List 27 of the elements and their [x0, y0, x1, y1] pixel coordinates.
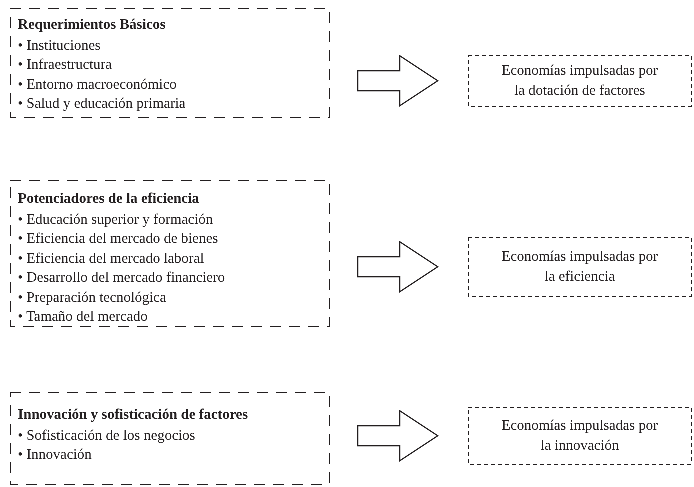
pillar-box — [10, 180, 330, 327]
bullet-item: • Preparación tecnológica — [17, 288, 168, 308]
bullet-item: • Desarrollo del mercado financiero — [17, 269, 226, 288]
bullet-item: • Tamaño del mercado — [17, 308, 149, 327]
bullet-item: • Instituciones — [17, 36, 102, 56]
bullet-item: • Sofisticación de los negocios — [17, 426, 196, 446]
bullet-item: • Salud y educación primaria — [17, 95, 187, 114]
stage-label: Economías impulsadas por la eficiencia — [500, 248, 660, 287]
bullet-item: • Educación superior y formación — [17, 210, 214, 230]
economy-stage-box — [468, 407, 692, 465]
pillar-heading: Innovación y sofisticación de factores — [17, 406, 250, 425]
bullet-item: • Innovación — [17, 446, 93, 465]
pillar-box — [10, 8, 330, 118]
block-arrow — [357, 410, 440, 462]
pillar-heading: Potenciadores de la eficiencia — [17, 190, 200, 209]
bullet-item: • Eficiencia del mercado de bienes — [17, 230, 220, 249]
economy-stage-box — [468, 237, 692, 297]
bullet-item: • Entorno macroeconómico — [17, 76, 178, 94]
pillar-box — [10, 392, 330, 485]
block-arrow — [357, 240, 440, 294]
stage-label: Economías impulsadas por la innovación — [500, 417, 660, 456]
bullet-item: • Infraestructura — [17, 56, 114, 75]
stage-label: Economías impulsadas por la dotación de factores — [500, 62, 660, 101]
economy-stage-box — [468, 55, 692, 107]
pillar-heading: Requerimientos Básicos — [17, 16, 167, 35]
block-arrow — [357, 54, 440, 108]
bullet-item: • Eficiencia del mercado laboral — [17, 250, 206, 268]
